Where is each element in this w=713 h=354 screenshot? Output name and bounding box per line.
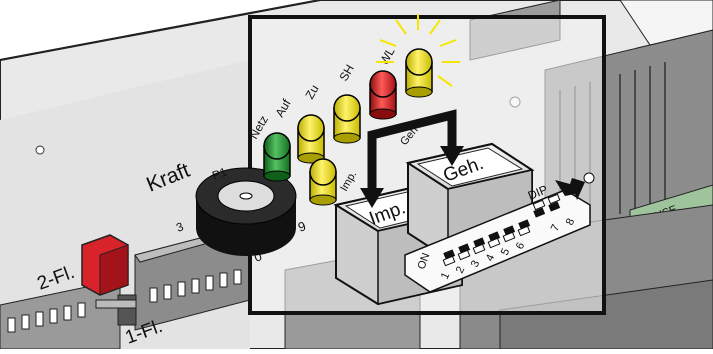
led-sh-red xyxy=(370,71,396,119)
led-imp-yellow xyxy=(310,159,336,205)
led-zu-yellow xyxy=(334,95,360,143)
led-auf-yellow xyxy=(298,115,324,163)
led-wl-yellow xyxy=(406,49,432,97)
led-netz-green xyxy=(264,133,290,181)
